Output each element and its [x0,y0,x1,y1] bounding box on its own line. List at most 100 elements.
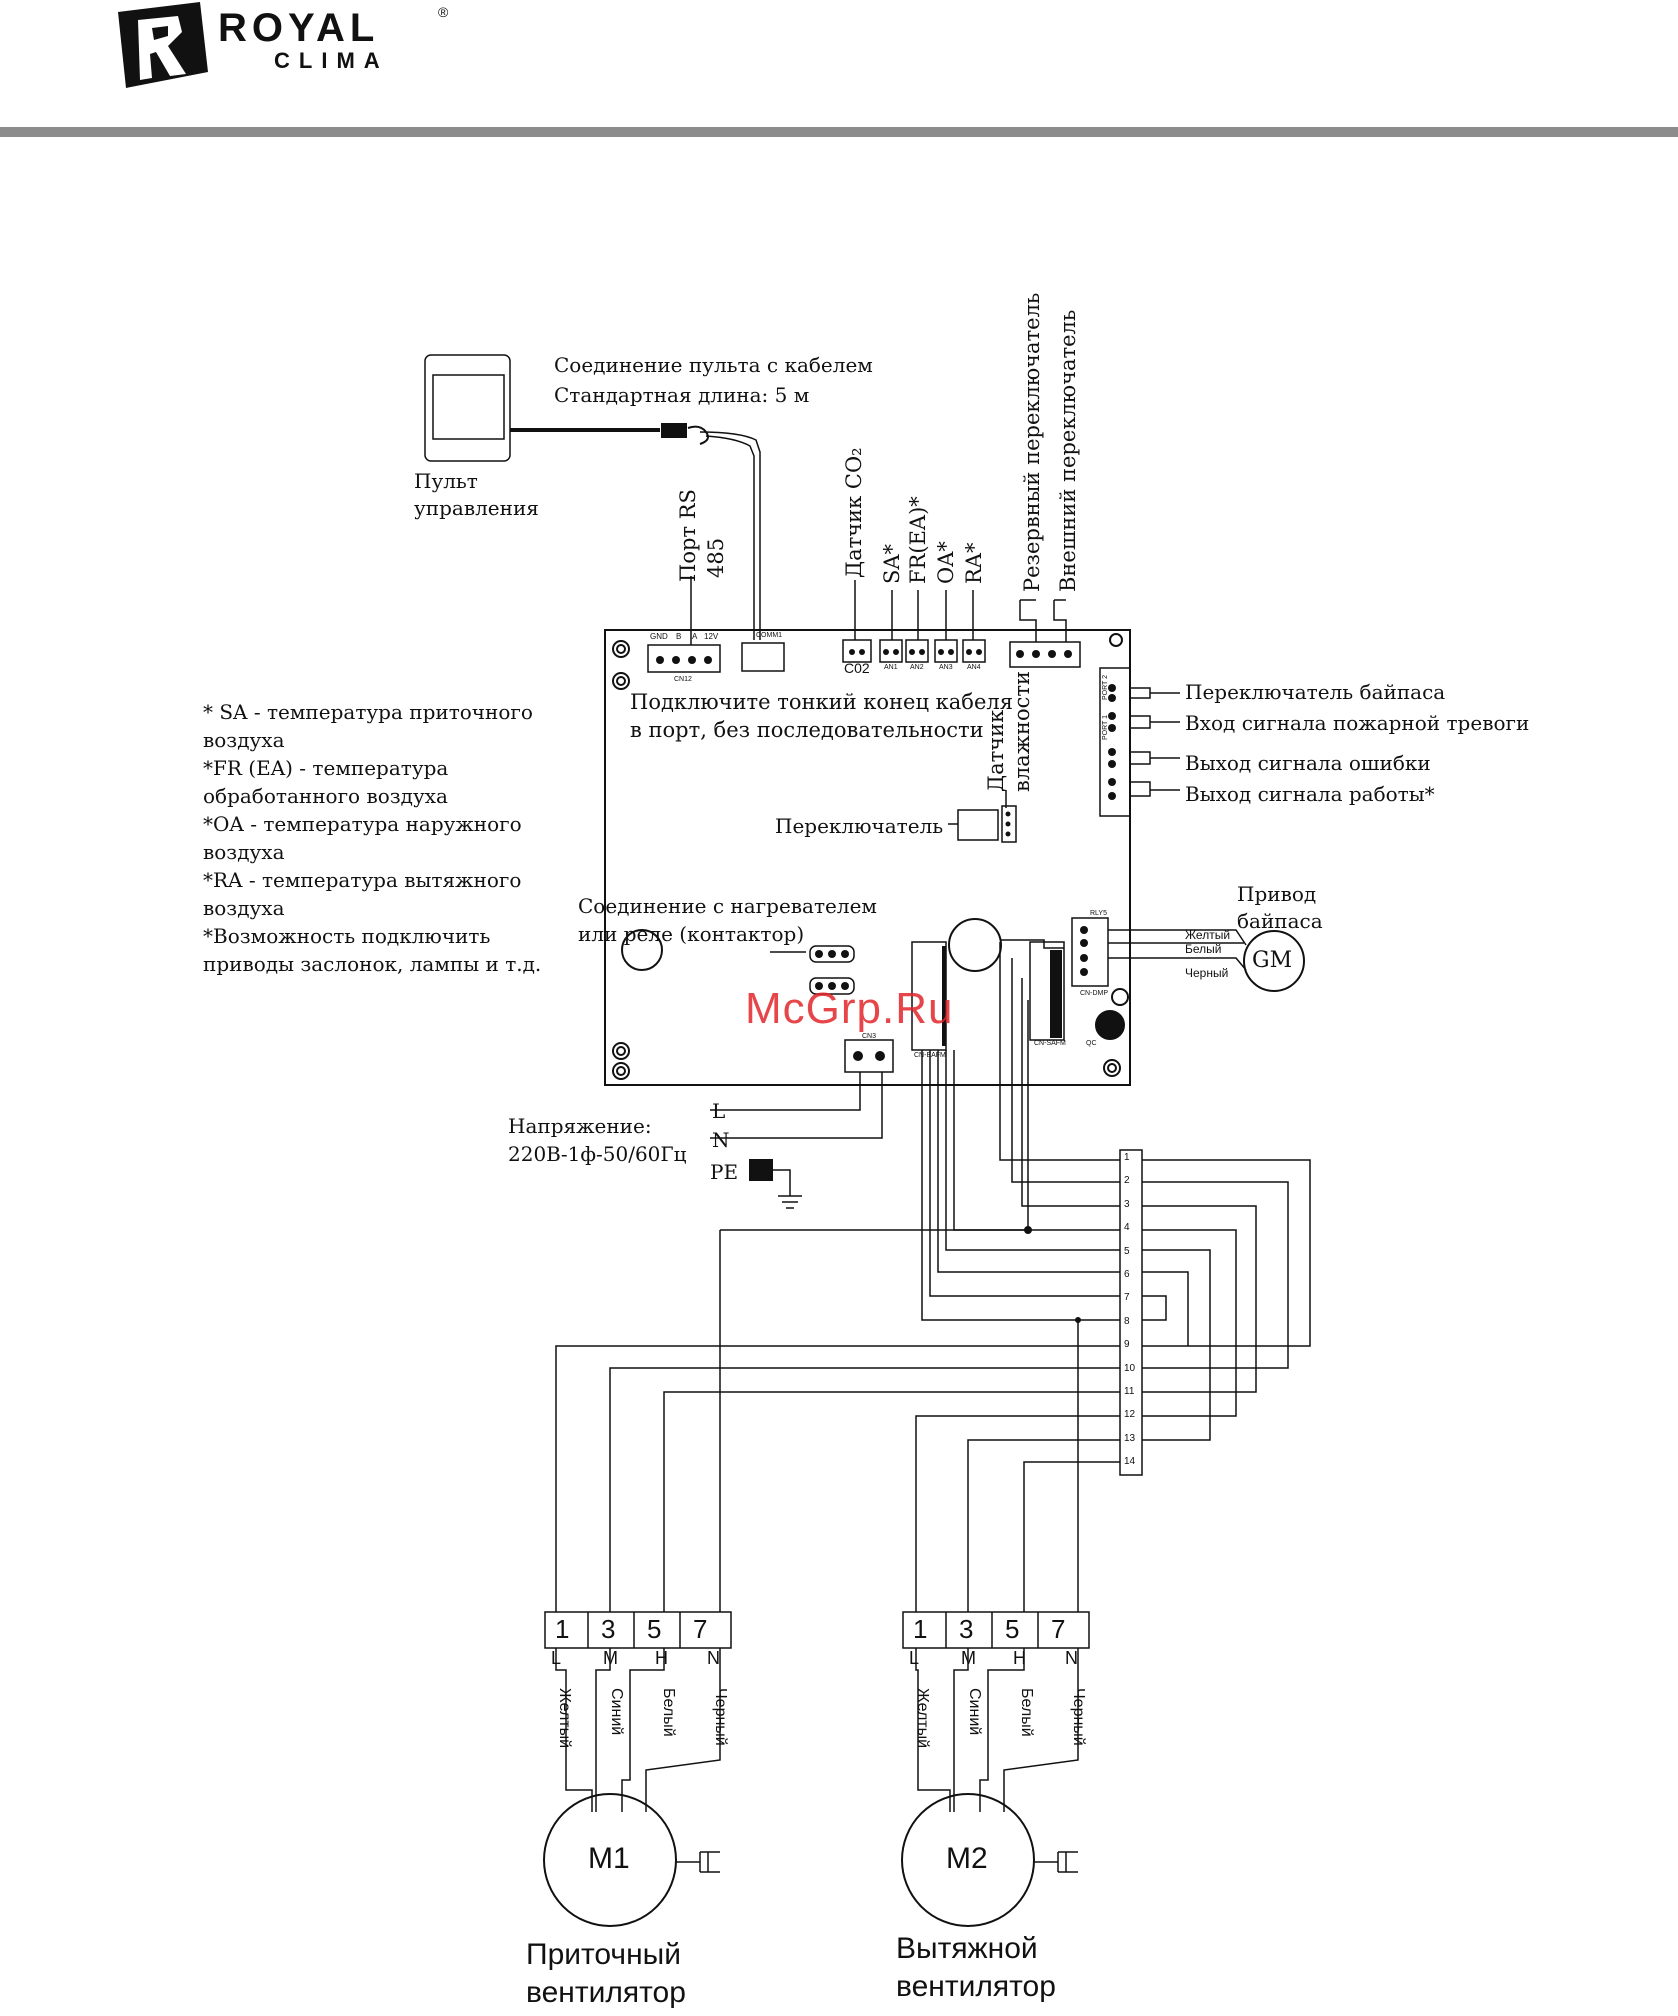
pcb-label-cn-eafm: CN-EAFM [914,1052,946,1059]
pcb-label-cn-safm: CN-SAFM [1034,1040,1066,1047]
fr-label: FR(EA)* [906,496,930,584]
pcb-label-an3: AN3 [939,664,953,671]
motor-wire-color-label: Черный [1070,1688,1087,1746]
motor-wire-color-label: Черный [712,1688,729,1746]
motor-wire-color-label: Белый [660,1688,677,1737]
pcb-label-an2: AN2 [910,664,924,671]
sa-label: SA* [880,543,904,584]
pcb-label-12v: 12V [704,632,719,641]
remote-label-line2: управления [414,496,539,520]
brand-name: ROYAL [218,6,380,50]
terminal-number: 7 [1124,1292,1130,1304]
heater-label-line1: Соединение с нагревателем [578,894,877,918]
motor-wire-color-label: Белый [1018,1688,1035,1737]
motor-terminal-number: 3 [959,1614,974,1644]
motor-m1-label: M1 [588,1842,630,1875]
fire-alarm-label: Вход сигнала пожарной тревоги [1185,711,1530,735]
pcb-label-an4: AN4 [967,664,981,671]
power-pe-label: PE [710,1160,739,1184]
note-line: приводы заслонок, лампы и т.д. [203,952,542,976]
pcb-label-an1: AN1 [884,664,898,671]
pcb-label-qc: QC [1086,1040,1097,1047]
bypass-drive-label-line1: Привод [1237,882,1317,906]
pcb-label-port2: PORT 2 [1102,674,1109,700]
brand-logo: ROYAL ® CLIMA [112,2,452,88]
bypass-motor-label: GM [1252,948,1293,973]
motor-wire-color-label: Синий [608,1688,625,1736]
power-label-line2: 220В-1ф-50/60Гц [508,1142,687,1166]
rs485-label-line2: 485 [704,537,728,578]
pcb-label-port1: PORT 1 [1102,714,1109,740]
pcb-label-b: B [676,632,682,641]
terminal-number: 10 [1124,1362,1136,1374]
main-board [604,629,1131,1086]
reserve-switch-label: Резервный переключатель [1020,292,1044,592]
switch-label: Переключатель [775,814,944,838]
terminal-number: 5 [1124,1245,1130,1257]
motor-wire-color-label: Желтый [914,1688,931,1749]
oa-label: OA* [934,541,958,584]
terminal-number: 8 [1124,1315,1130,1327]
note-line: воздуха [203,896,285,920]
terminal-number: 13 [1124,1432,1136,1444]
bypass-drive-label-line2: байпаса [1237,909,1323,933]
terminal-number: 2 [1124,1175,1130,1187]
terminal-number: 4 [1124,1222,1130,1234]
brand-registered-mark: ® [438,4,449,20]
note-line: *OA - температура наружного [203,812,522,836]
motor-wire-color-label: Желтый [556,1688,573,1749]
pcb-label-comm: COMM1 [756,632,783,639]
note-line: *RA - температура вытяжного [203,868,522,892]
royal-crest-icon [118,2,208,88]
motor-terminal-letter: L [551,1648,562,1668]
pcb-label-cn12: CN12 [674,676,692,683]
wire-black-label: Черный [1185,966,1229,980]
rs485-label-line1: Порт RS [676,489,700,582]
motor-terminal-letter: N [707,1648,720,1668]
motor-terminal-number: 5 [647,1614,662,1644]
note-line: воздуха [203,840,285,864]
terminal-number: 3 [1124,1198,1130,1210]
wire-white-label: Белый [1185,942,1222,956]
motor-terminal-number: 1 [913,1614,928,1644]
power-label-line1: Напряжение: [508,1114,652,1138]
power-n-label: N [712,1128,730,1152]
cable-label-line2: Стандартная длина: 5 м [554,383,810,407]
cable-note-line2: в порт, без последовательности [630,718,984,742]
pcb-label-cn-dmp: CN-DMP [1080,990,1108,997]
co2-sensor-label: Датчик CO₂ [842,447,866,578]
motor-m1-caption-line1: Приточный [526,1938,681,1971]
terminal-block [1119,1149,1143,1476]
note-line: обработанного воздуха [203,784,448,808]
pcb-label-rly5: RLY5 [1090,910,1107,917]
motor-m2-label: M2 [946,1842,988,1875]
motor-wire-color-label: Синий [966,1688,983,1736]
motor-terminal-number: 1 [555,1614,570,1644]
bypass-motor [1243,930,1305,992]
terminal-number: 6 [1124,1269,1130,1280]
cable-label-line1: Соединение пульта с кабелем [554,353,873,377]
motor-terminal-letter: N [1065,1648,1078,1668]
motor-terminal-letter: M [603,1648,618,1668]
run-out-label: Выход сигнала работы* [1185,782,1435,806]
note-line: *FR (EA) - температура [203,756,449,780]
motor-m1-caption-line2: вентилятор [526,1976,686,2009]
remote-label-line1: Пульт [414,469,478,493]
note-line: *Возможность подключить [203,924,491,948]
co2-connector-label: C02 [844,660,870,676]
terminal-number: 14 [1124,1456,1136,1468]
external-switch-label: Внешний переключатель [1056,309,1080,592]
motor-m2-caption-line2: вентилятор [896,1970,1056,2003]
motor-terminal-letter: H [655,1648,668,1668]
note-line: воздуха [203,728,285,752]
motor-terminal-number: 3 [601,1614,616,1644]
motor-m2-caption-line1: Вытяжной [896,1932,1038,1965]
pcb-label-gnd: GND [650,632,668,641]
motor-terminal-letter: H [1013,1648,1026,1668]
pcb-label-cn3: CN3 [862,1033,877,1040]
terminal-number: 12 [1124,1409,1136,1421]
motor-terminal-number: 7 [1051,1614,1066,1644]
note-line: * SA - температура приточного [203,700,533,724]
bypass-switch-label: Переключатель байпаса [1185,680,1446,704]
